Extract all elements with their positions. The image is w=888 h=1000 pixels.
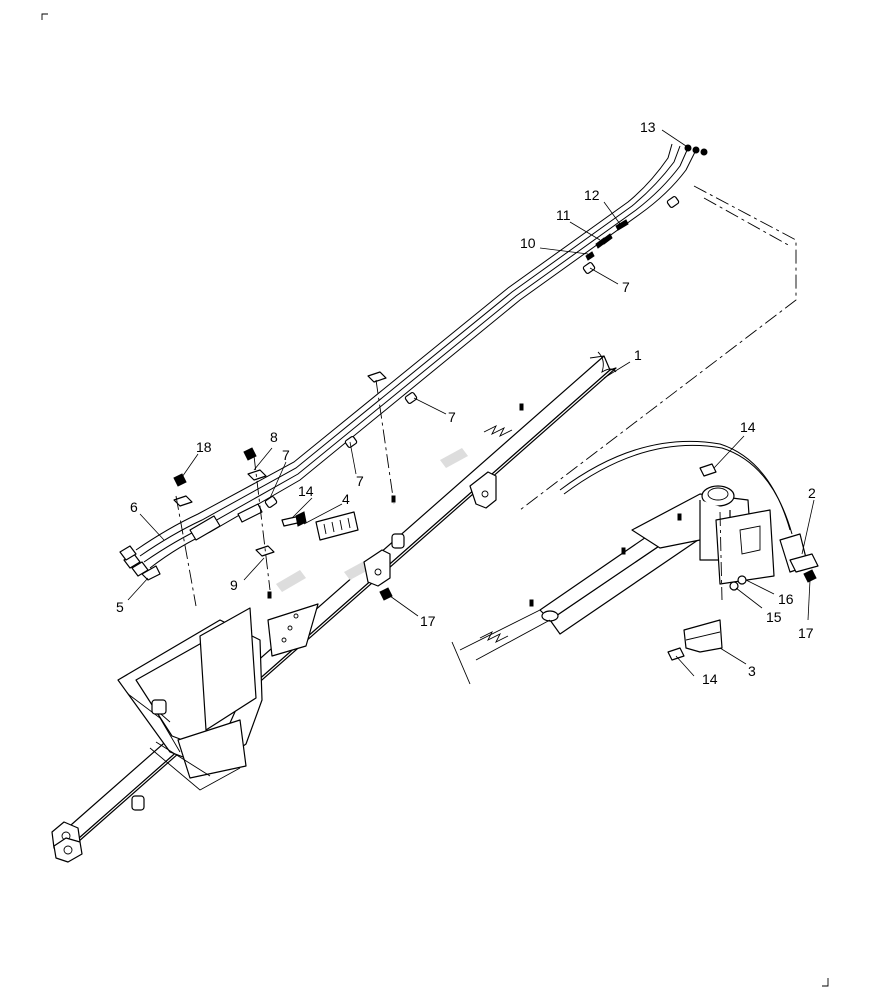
callout-labels: 1 2 3 4 5 6 7 7 7 7 8 9 10 11 12 13 14 1… [116, 119, 816, 687]
callout-12: 12 [584, 187, 600, 203]
callout-4: 4 [342, 491, 350, 507]
callout-15: 15 [766, 609, 782, 625]
callout-7-c: 7 [356, 473, 364, 489]
clamp-hardware [173, 371, 393, 601]
callout-13: 13 [640, 119, 656, 135]
callout-14-b: 14 [740, 419, 756, 435]
callout-11: 11 [556, 207, 571, 223]
callout-14-c: 14 [702, 671, 718, 687]
callout-10: 10 [520, 235, 536, 251]
assembly-guide-lines [175, 185, 797, 607]
callout-7-b: 7 [448, 409, 456, 425]
leader-lines [127, 129, 815, 677]
callout-1: 1 [634, 347, 642, 363]
hydraulic-hoses [119, 143, 708, 581]
callout-2: 2 [808, 485, 816, 501]
callout-9: 9 [230, 577, 238, 593]
callout-16: 16 [778, 591, 794, 607]
callout-7-d: 7 [282, 447, 290, 463]
callout-8: 8 [270, 429, 278, 445]
front-guard-frame [117, 603, 319, 791]
callout-6: 6 [130, 499, 138, 515]
callout-17-a: 17 [420, 613, 436, 629]
side-arm-assembly [451, 440, 819, 685]
callout-17-b: 17 [798, 625, 814, 641]
crop-marks [41, 13, 829, 987]
callout-18: 18 [196, 439, 212, 455]
callout-14-a: 14 [298, 483, 314, 499]
callout-3: 3 [748, 663, 756, 679]
callout-5: 5 [116, 599, 124, 615]
callout-7-a: 7 [622, 279, 630, 295]
main-frame-tube [51, 351, 617, 863]
